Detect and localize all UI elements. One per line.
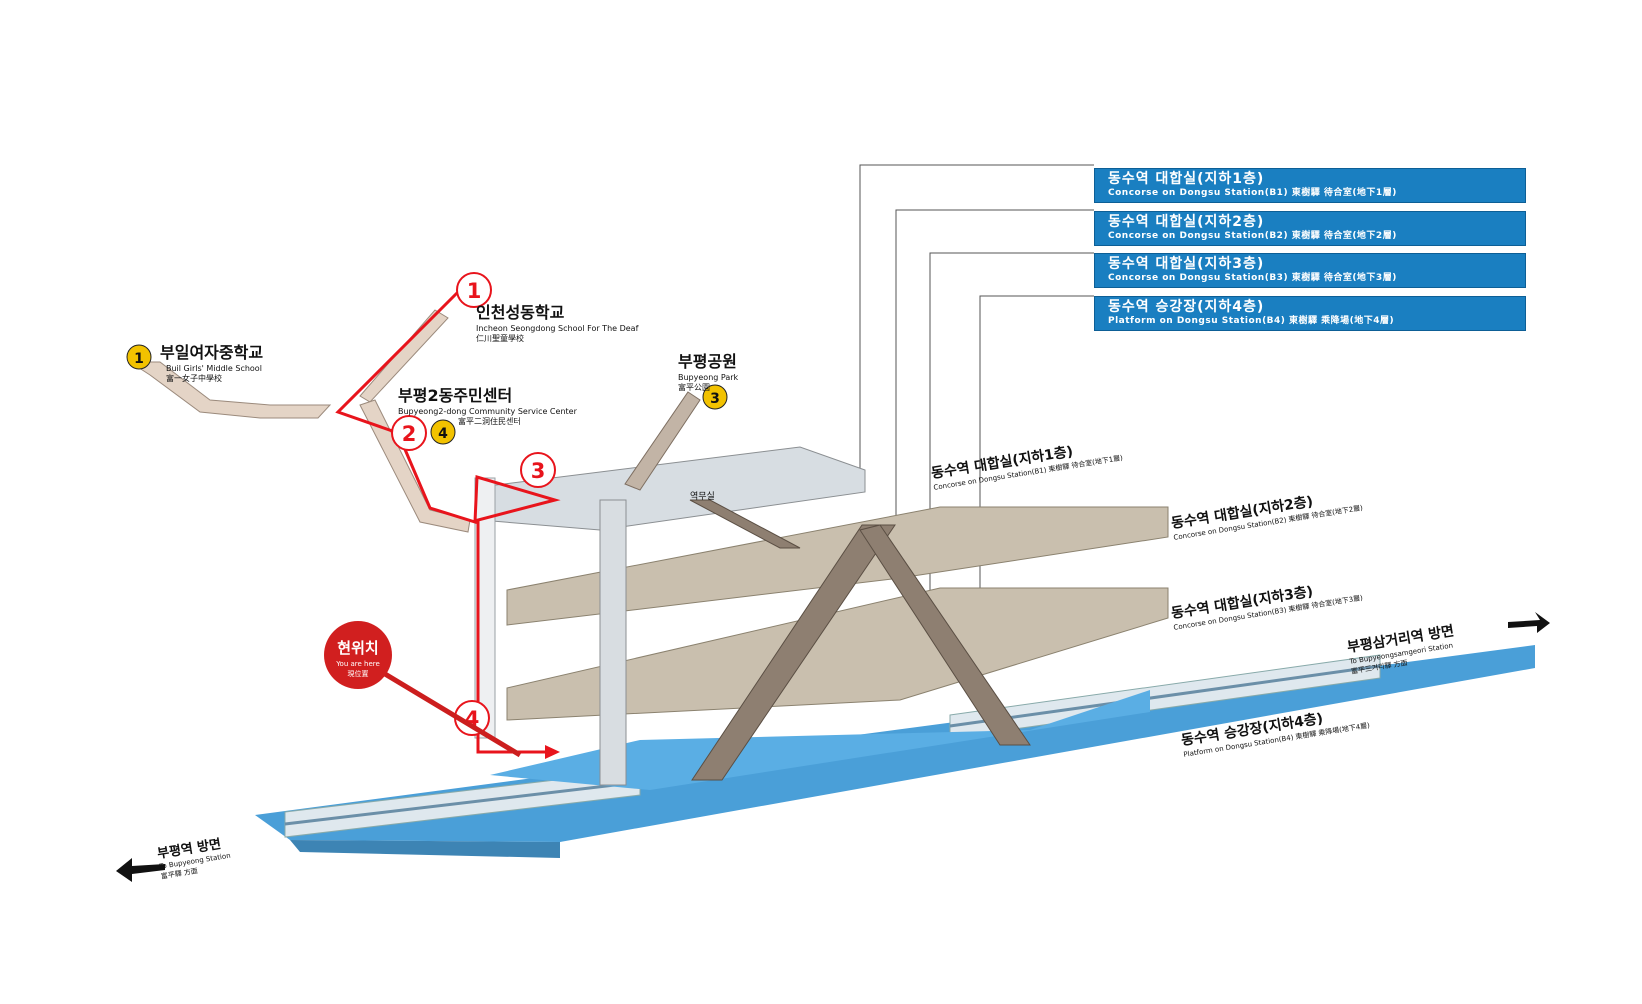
legend-ko: 동수역 승강장(지하4층) bbox=[1108, 299, 1265, 315]
you-are-here-marker: 현위치 You are here 現位置 bbox=[324, 621, 522, 758]
floor-label-b3: 동수역 대합실(지하3층) Concorse on Dongsu Station… bbox=[1170, 583, 1364, 632]
train-upper bbox=[949, 654, 1381, 739]
you-are-here-en: You are here bbox=[335, 660, 380, 668]
legend-ko: 동수역 대합실(지하2층) bbox=[1108, 214, 1265, 230]
floor-label-b2: 동수역 대합실(지하2층) Concorse on Dongsu Station… bbox=[1170, 493, 1364, 542]
exit2-en: Incheon Seongdong School For The Deaf bbox=[476, 324, 639, 333]
floor-label-b1: 동수역 대합실(지하1층) Concorse on Dongsu Station… bbox=[930, 443, 1124, 492]
you-are-here-ko: 현위치 bbox=[337, 639, 378, 657]
route-marker-2: 2 bbox=[391, 415, 427, 451]
legend-ko: 동수역 대합실(지하3층) bbox=[1108, 256, 1265, 272]
elevator-shaft bbox=[599, 499, 627, 786]
exit2-cn: 仁川聖童學校 bbox=[476, 333, 524, 343]
exit1-passage bbox=[128, 361, 332, 419]
legend-box-b4: 동수역 승강장(지하4층) Platform on Dongsu Station… bbox=[1094, 296, 1526, 331]
legend-en: Platform on Dongsu Station(B4) 東樹驛 乘降場(地… bbox=[1108, 316, 1395, 326]
arrow-left-icon bbox=[116, 858, 165, 882]
arrow-right-icon bbox=[1508, 612, 1550, 633]
escalator-long bbox=[691, 524, 896, 781]
route-arrowhead bbox=[545, 745, 560, 759]
platform-floor-edge bbox=[290, 840, 560, 858]
exit1-cn: 富一女子中學校 bbox=[166, 373, 222, 383]
escalator-upper bbox=[689, 499, 801, 549]
legend-en: Concorse on Dongsu Station(B2) 東樹驛 待合室(地… bbox=[1108, 231, 1397, 241]
exit2-name: 인천성동학교 bbox=[476, 303, 565, 322]
exit1-name: 부일여자중학교 bbox=[160, 343, 263, 362]
route-marker-1-label: 1 bbox=[467, 279, 482, 303]
direction-left: 부평역 방면 To Bupyeong Station 富平驛 方面 bbox=[116, 836, 231, 882]
legend-ko: 동수역 대합실(지하1층) bbox=[1108, 171, 1265, 187]
walking-route bbox=[335, 288, 561, 754]
train-lower bbox=[284, 769, 641, 838]
leader-line-b2 bbox=[895, 209, 1094, 548]
legend-box-b3: 동수역 대합실(지하3층) Concorse on Dongsu Station… bbox=[1094, 253, 1526, 288]
exit4-cn: 富平二洞住民센터 bbox=[458, 416, 521, 426]
exit-badge-1-label: 1 bbox=[134, 351, 144, 367]
exit3-en: Bupyeong Park bbox=[678, 373, 739, 382]
exit1-en: Buil Girls' Middle School bbox=[166, 364, 262, 373]
exit4-name: 부평2동주민센터 bbox=[398, 386, 512, 405]
exit3-name: 부평공원 bbox=[678, 352, 737, 371]
you-are-here-cn: 現位置 bbox=[348, 669, 369, 678]
legend-en: Concorse on Dongsu Station(B3) 東樹驛 待合室(地… bbox=[1108, 273, 1397, 283]
route-marker-2-label: 2 bbox=[402, 422, 417, 446]
legend-en: Concorse on Dongsu Station(B1) 東樹驛 待合室(地… bbox=[1108, 188, 1397, 198]
escalator-right bbox=[859, 524, 1031, 746]
exit3-cn: 富平公園 bbox=[678, 382, 710, 392]
exit-badge-4: 4 bbox=[430, 419, 456, 445]
exit-badge-3: 3 bbox=[702, 384, 728, 410]
legend-box-b2: 동수역 대합실(지하2층) Concorse on Dongsu Station… bbox=[1094, 211, 1526, 246]
legend-box-b1: 동수역 대합실(지하1층) Concorse on Dongsu Station… bbox=[1094, 168, 1526, 203]
leader-line-b1 bbox=[859, 164, 1094, 482]
route-marker-3-label: 3 bbox=[531, 459, 546, 483]
exit3-passage bbox=[624, 391, 701, 491]
route-marker-3: 3 bbox=[520, 452, 556, 488]
exit-badge-3-label: 3 bbox=[710, 391, 720, 407]
office-label: 역무실 bbox=[690, 491, 715, 502]
exit4-en: Bupyeong2-dong Community Service Center bbox=[398, 407, 578, 416]
exit-badge-4-label: 4 bbox=[438, 426, 448, 442]
floor-b3-slab bbox=[506, 587, 1169, 721]
route-marker-1: 1 bbox=[456, 272, 492, 308]
exit-badge-1: 1 bbox=[126, 344, 152, 370]
platform-b4-slab bbox=[490, 690, 1150, 790]
